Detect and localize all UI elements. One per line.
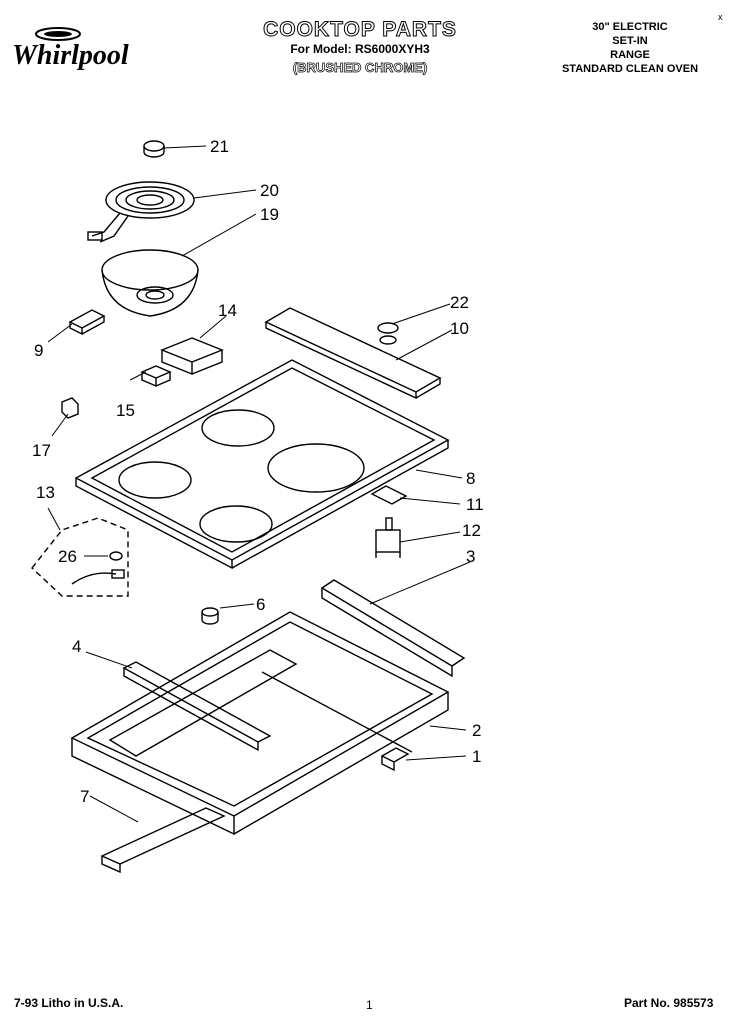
product-oven: STANDARD CLEAN OVEN — [561, 63, 699, 75]
callout-13: 13 — [36, 483, 55, 502]
part-grommet — [201, 607, 219, 625]
part-drip-bowl — [101, 249, 199, 317]
part-box-bracket — [380, 747, 410, 772]
callout-2: 2 — [472, 721, 481, 740]
callout-10: 10 — [450, 319, 469, 338]
part-surface-element — [87, 181, 195, 243]
callout-1: 1 — [472, 747, 481, 766]
part-infinite-switch — [375, 517, 401, 558]
corner-mark: x — [718, 12, 723, 22]
svg-text:Whirlpool: Whirlpool — [12, 40, 129, 71]
part-switch — [140, 365, 172, 388]
page-title: COOKTOP PARTS — [263, 18, 457, 42]
footer-page-number: 1 — [366, 998, 373, 1012]
part-bracket — [160, 337, 224, 376]
product-category: RANGE — [610, 49, 650, 61]
callout-17: 17 — [32, 441, 51, 460]
leader-lines — [47, 145, 471, 823]
callout-12: 12 — [462, 521, 481, 540]
part-terminal-block — [68, 309, 106, 336]
callout-20: 20 — [260, 181, 279, 200]
callout-22: 22 — [450, 293, 469, 312]
footer-print-info: 7-93 Litho in U.S.A. — [14, 996, 124, 1010]
part-angle-bar — [320, 579, 466, 678]
callout-19: 19 — [260, 205, 279, 224]
part-cross-brace — [122, 661, 272, 752]
callout-11: 11 — [466, 495, 484, 514]
callout-8: 8 — [466, 469, 475, 488]
callout-7: 7 — [80, 787, 89, 806]
finish-line: (BRUSHED CHROME) — [292, 60, 428, 76]
callout-3: 3 — [466, 547, 475, 566]
callout-26: 26 — [58, 547, 77, 566]
callout-9: 9 — [34, 341, 43, 360]
product-type: 30" ELECTRIC — [592, 21, 668, 33]
part-cooktop-box — [70, 611, 450, 836]
part-indicator-light — [377, 322, 399, 345]
footer-part-number: Part No. 985573 — [624, 996, 714, 1010]
callout-21: 21 — [210, 137, 229, 156]
part-knob-cap — [143, 140, 165, 158]
model-line: For Model: RS6000XYH3 — [290, 42, 430, 56]
whirlpool-logo: Whirlpool — [10, 20, 160, 80]
part-control-panel — [264, 307, 442, 400]
callout-15: 15 — [116, 401, 135, 420]
part-clip — [61, 397, 79, 419]
product-description: 30" ELECTRIC SET-IN RANGE STANDARD CLEAN… — [540, 20, 720, 76]
callout-6: 6 — [256, 595, 265, 614]
part-mounting-bracket — [370, 485, 408, 505]
part-cooktop-panel — [74, 359, 450, 570]
part-rear-vent — [100, 807, 226, 874]
callout-4: 4 — [72, 637, 81, 656]
product-install: SET-IN — [612, 35, 648, 47]
callout-14: 14 — [218, 301, 237, 320]
part-wiring-kit — [31, 517, 129, 597]
